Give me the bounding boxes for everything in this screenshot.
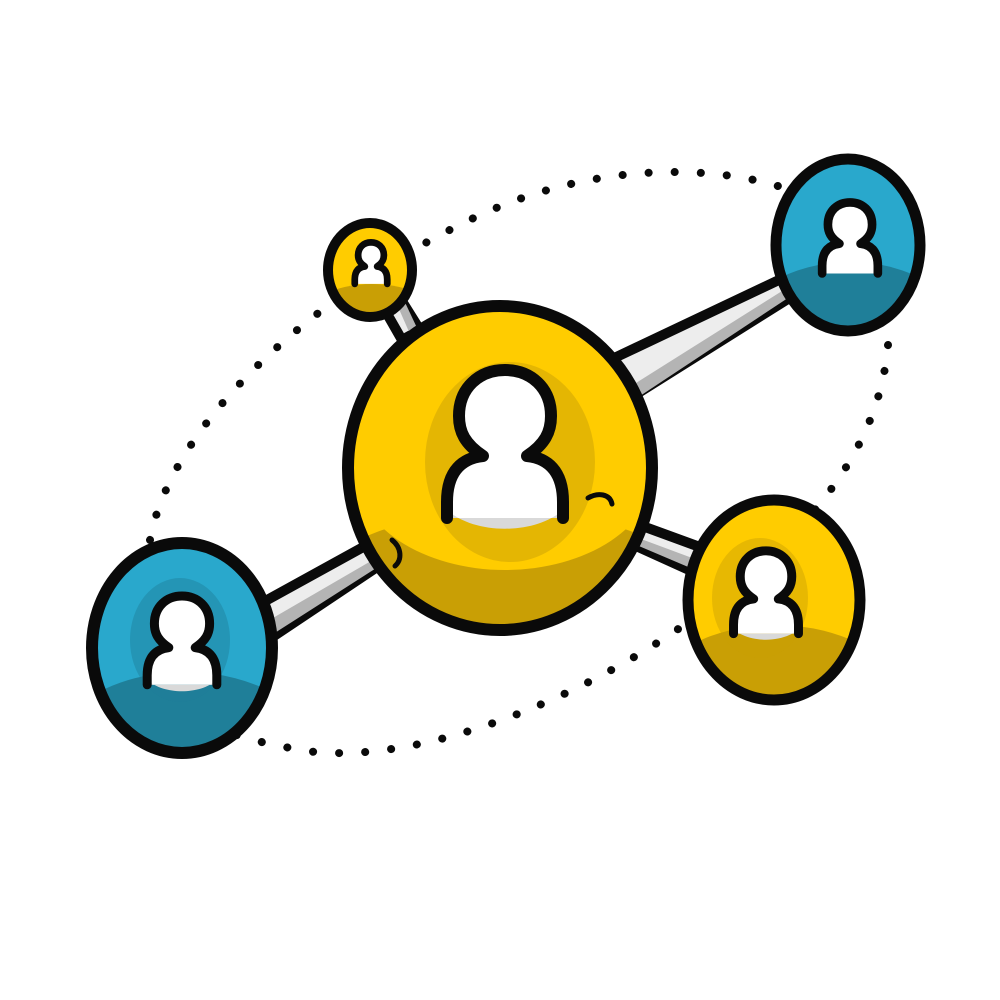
person-icon [729,546,803,640]
right-person-node [682,494,866,706]
person-icon [351,239,391,288]
person-icon [441,364,569,529]
person-icon [817,198,883,278]
person-icon [142,591,222,692]
top-right-person-node [770,153,926,337]
central-person-node [342,300,658,636]
bottom-left-person-node [86,537,278,759]
dotted-orbit-ring [146,168,892,758]
